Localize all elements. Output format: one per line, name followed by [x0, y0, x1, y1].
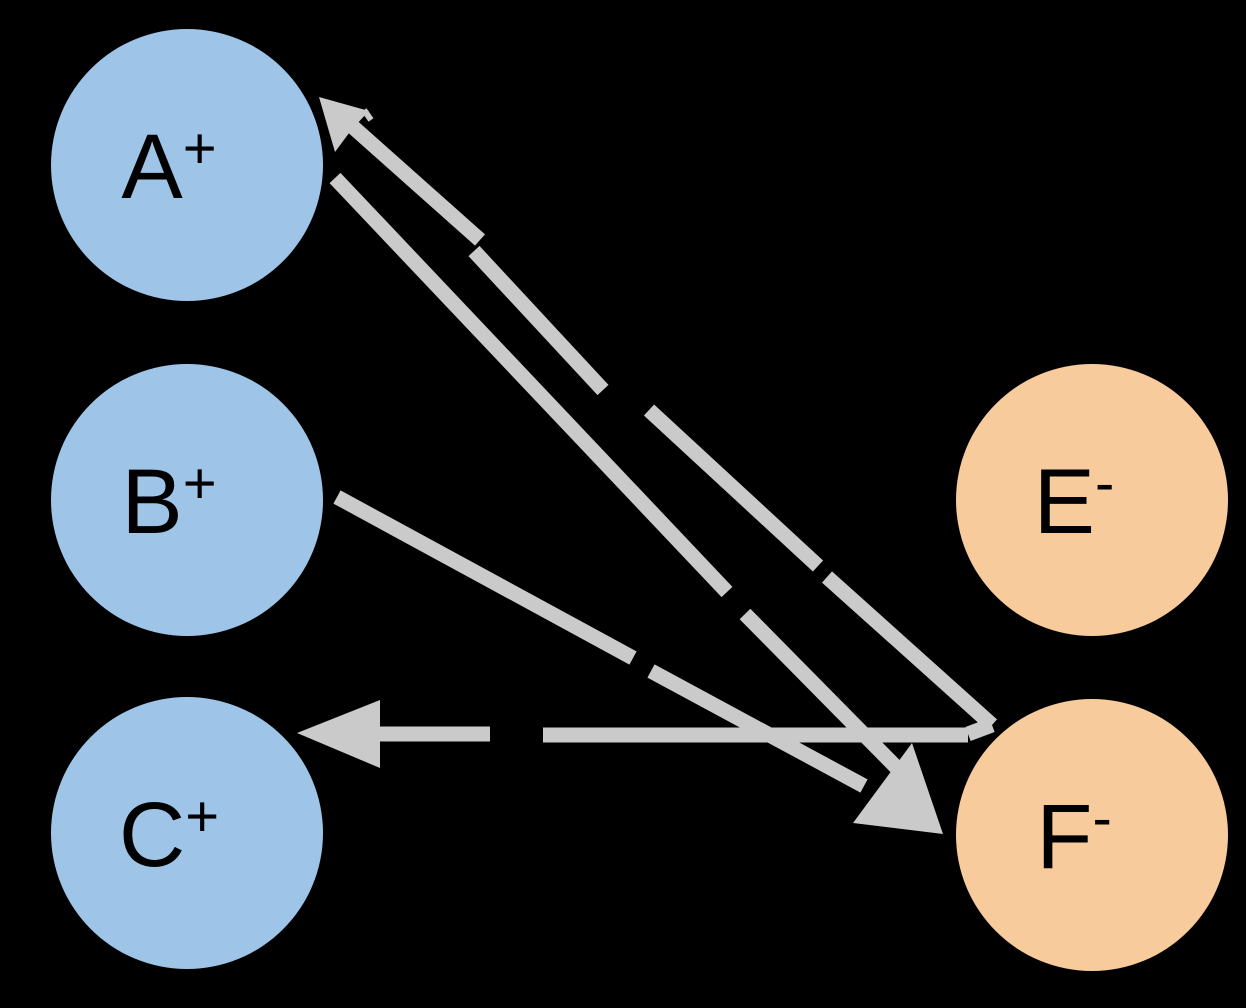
edge-F-to-C-arrowhead-icon[interactable]: [297, 700, 380, 768]
edge-F-to-A-segment-4[interactable]: [348, 121, 485, 246]
node-B-label-superscript: +: [183, 451, 217, 516]
node-E-circle[interactable]: [956, 364, 1228, 636]
node-B-circle[interactable]: [51, 364, 323, 636]
node-A-label-letter: A: [121, 116, 183, 218]
node-A-circle[interactable]: [51, 29, 323, 301]
edge-F-to-A-sketch-tick: [361, 108, 374, 122]
edge-B-to-F-segment-1[interactable]: [333, 490, 637, 665]
node-A-label-superscript: +: [183, 116, 217, 181]
node-B-label: B+: [121, 451, 216, 553]
node-E-label: E-: [1034, 451, 1115, 553]
node-C-circle[interactable]: [51, 697, 323, 969]
edge-A-to-F-arrowhead-icon[interactable]: [853, 743, 943, 834]
edge-A-to-F-segment-1[interactable]: [329, 172, 733, 598]
edge-F-to-A-arrowhead-icon[interactable]: [319, 97, 369, 152]
node-B-label-letter: B: [121, 451, 182, 553]
node-E-label-superscript: -: [1095, 451, 1114, 516]
node-F-label-superscript: -: [1092, 786, 1111, 851]
node-C-label-letter: C: [119, 784, 185, 886]
edge-F-to-A-segment-1[interactable]: [821, 571, 998, 731]
node-E-label-letter: E: [1034, 451, 1095, 553]
node-F-label: F-: [1036, 786, 1112, 888]
edge-F-to-A-segment-3[interactable]: [468, 245, 609, 396]
node-F-label-letter: F: [1036, 786, 1092, 888]
edge-F-to-C-segment-3[interactable]: [965, 717, 995, 742]
node-A-label: A+: [121, 116, 216, 218]
node-C-label: C+: [119, 784, 219, 886]
node-F-circle[interactable]: [956, 699, 1228, 971]
node-C-label-superscript: +: [185, 784, 219, 849]
edge-A-to-F-segment-2[interactable]: [739, 608, 903, 774]
edge-F-to-A-segment-2[interactable]: [643, 404, 824, 572]
